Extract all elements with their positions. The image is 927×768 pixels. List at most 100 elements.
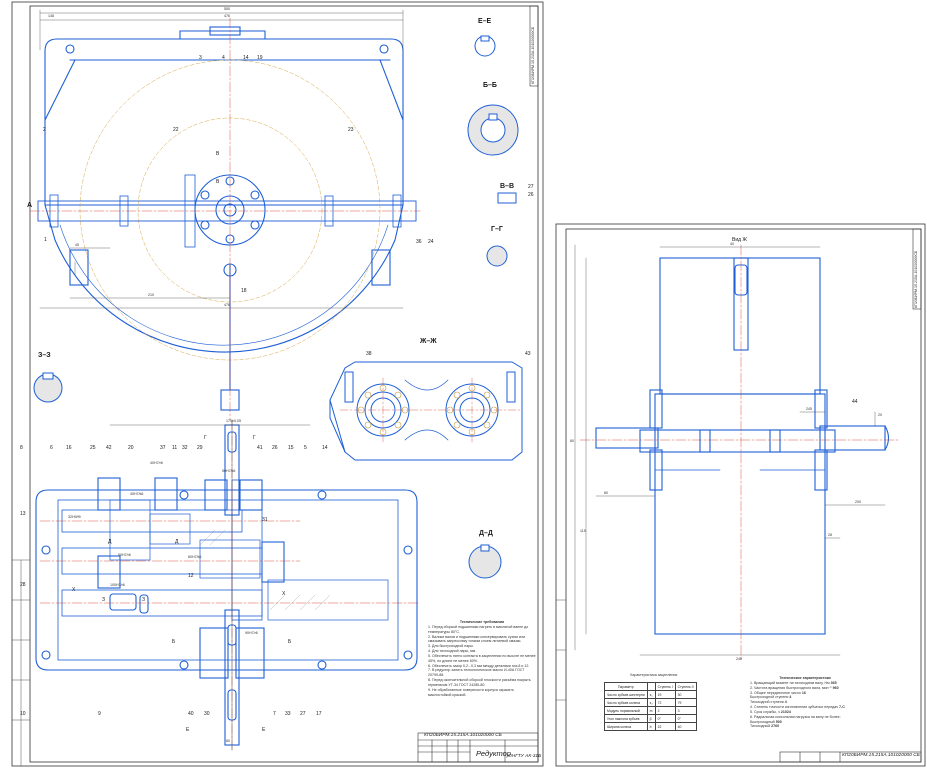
section-label-g: Г–Г bbox=[491, 226, 503, 233]
dimension: 80 bbox=[570, 439, 574, 443]
view-label-a: А bbox=[27, 202, 33, 209]
callout: 5 bbox=[304, 445, 307, 451]
section-mark: Е bbox=[262, 727, 266, 733]
top-view-dims bbox=[39, 9, 404, 309]
callout: 42 bbox=[106, 445, 112, 451]
tech-req-item: 6. Обеспечить зазор 0,2...0,3 мм между д… bbox=[428, 663, 530, 668]
tech-req-item: 4. Для тихоходной пары, мм. bbox=[428, 649, 477, 654]
callout: 36 bbox=[416, 239, 422, 245]
section-label-e: Е–Е bbox=[478, 18, 492, 25]
dimension: 45 bbox=[75, 243, 79, 247]
section-mark: Х bbox=[282, 591, 286, 597]
fit-label: 40H7/r6 bbox=[150, 461, 163, 465]
callout: 20 bbox=[128, 445, 134, 451]
section-mark: В bbox=[216, 151, 220, 157]
callout: 25 bbox=[90, 445, 96, 451]
char-item: Тихоходной ступени 4 bbox=[750, 700, 787, 705]
top-view-centerlines bbox=[29, 17, 421, 421]
dimension: 80 bbox=[604, 491, 608, 495]
bottom-dims bbox=[109, 419, 311, 751]
char-item: 2. Частота вращения быстроходного вала, … bbox=[750, 685, 839, 690]
code-boxes bbox=[529, 5, 922, 310]
dimension: 40 bbox=[730, 242, 734, 246]
callout: 26 bbox=[272, 445, 278, 451]
vertical-code-stamp: КП20БИРМ.15.215А.101020000СБ bbox=[531, 26, 535, 84]
callout: 11 bbox=[172, 445, 178, 451]
fit-label: 32H9/f9 bbox=[68, 515, 81, 519]
callout: 38 bbox=[366, 351, 372, 357]
dimension: 148 bbox=[48, 14, 54, 18]
callout: 14 bbox=[322, 445, 328, 451]
section-label-zh: Ж–Ж bbox=[420, 338, 437, 345]
char-item: Быстроходный 500 bbox=[750, 719, 782, 724]
sheet-frames bbox=[11, 1, 926, 767]
callout: 2 bbox=[43, 127, 46, 133]
callout: 33 bbox=[285, 711, 291, 717]
callout: 27 bbox=[528, 184, 534, 190]
section-mark: Б bbox=[172, 639, 176, 645]
char-item: 1. Вращающий момент на тихоходном валу, … bbox=[750, 680, 837, 685]
tech-req-item: 2. Валики валов и подшипники консервиров… bbox=[428, 634, 525, 644]
gear-table: Параметр Ступень I Ступень II Число зубь… bbox=[604, 682, 697, 731]
callout: 8 bbox=[20, 445, 23, 451]
dimension: 210 bbox=[148, 293, 154, 297]
section-zh bbox=[329, 361, 523, 461]
callout: 4 bbox=[222, 55, 225, 61]
side-view-dims bbox=[574, 244, 886, 656]
side-view-centerlines bbox=[579, 244, 901, 661]
dimension: 476 bbox=[224, 303, 230, 307]
char-item: Тихоходный 2760 bbox=[750, 724, 780, 729]
section-mark: З bbox=[102, 597, 106, 603]
fit-label: 50H7/k6 bbox=[222, 469, 236, 473]
callout: 1 bbox=[44, 237, 47, 243]
group-label: ОНГТУ АК-31Б bbox=[508, 754, 542, 759]
char-heading: Технические характеристики bbox=[779, 676, 831, 680]
dimension: 170±0,05 bbox=[226, 419, 241, 423]
callout: 26 bbox=[528, 192, 534, 198]
char-item: 4. Степень точности изготовления зубчаты… bbox=[750, 705, 845, 710]
callout: 17 bbox=[316, 711, 322, 717]
dimension: 20 bbox=[878, 413, 882, 417]
callout: 27 bbox=[300, 711, 306, 717]
callout: 14 bbox=[243, 55, 249, 61]
dimension: 80 bbox=[226, 739, 230, 743]
bottom-gear-hatch bbox=[199, 529, 331, 611]
small-sections bbox=[33, 35, 519, 579]
callout: 3 bbox=[199, 55, 202, 61]
section-mark: Б bbox=[288, 639, 292, 645]
dimension: 115 bbox=[580, 529, 586, 533]
fit-label: 100H7/r6 bbox=[110, 583, 125, 587]
side-view bbox=[595, 257, 890, 635]
callout: 9 bbox=[98, 711, 101, 717]
section-mark: Г bbox=[253, 435, 256, 441]
fit-label: 60H7/k6 bbox=[188, 555, 202, 559]
drawing-code: КП20БИРМ.15.215А.101020000 СБ bbox=[424, 733, 502, 738]
section-mark: Г bbox=[204, 435, 207, 441]
tech-req-item: 8. Перед окончательной сборкой плоскости… bbox=[428, 678, 531, 687]
section-label-b: Б–Б bbox=[483, 82, 497, 89]
callout: 28 bbox=[20, 582, 26, 588]
section-label-v: В–В bbox=[500, 183, 515, 190]
tech-req-heading: Технические требования bbox=[459, 620, 505, 624]
zh-centerlines bbox=[339, 377, 521, 443]
callout: 10 bbox=[20, 711, 26, 717]
callout: 16 bbox=[66, 445, 72, 451]
callout: 12 bbox=[188, 573, 194, 579]
fit-label: 90H7/r6 bbox=[245, 631, 258, 635]
callout: 32 bbox=[182, 445, 188, 451]
tech-req-item: 3. Для быстроходной пары. bbox=[428, 644, 474, 649]
title-block-left bbox=[417, 732, 539, 763]
fit-label: 50H7/r6 bbox=[118, 553, 131, 557]
callout: 30 bbox=[204, 711, 210, 717]
tech-req-item: 5. Обеспечить пятно контакта в зацеплени… bbox=[428, 653, 536, 663]
section-mark: Х bbox=[72, 587, 76, 593]
callout: 19 bbox=[257, 55, 263, 61]
callout: 15 bbox=[288, 445, 294, 451]
callout: 37 bbox=[160, 445, 166, 451]
dimension: 240 bbox=[736, 657, 742, 661]
